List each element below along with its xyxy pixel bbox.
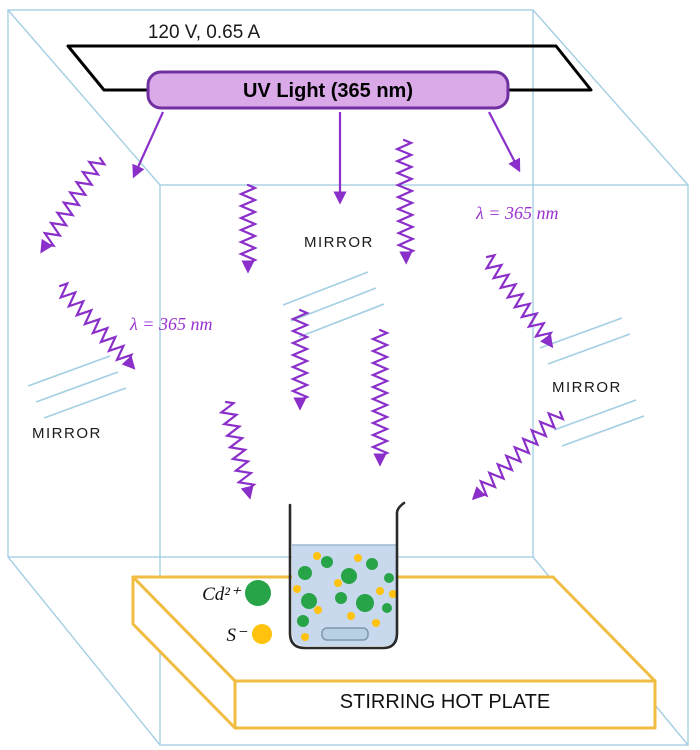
- mirror-left-glass: [27, 355, 127, 419]
- cd-particle: [341, 568, 357, 584]
- s-particle: [334, 579, 342, 587]
- uv-photon-wave: [241, 185, 255, 271]
- uv-photon-wave: [293, 310, 307, 408]
- s-particle: [293, 585, 301, 593]
- s-particle: [301, 633, 309, 641]
- power-label: 120 V, 0.65 A: [148, 22, 261, 43]
- mirror-right-glass: [539, 317, 645, 447]
- mirror-glass-line: [547, 333, 631, 365]
- uv-lamp: [146, 70, 510, 110]
- uv-photon-wave: [397, 140, 413, 262]
- mirror-center-glass: [282, 271, 385, 338]
- uv-ray-straight: [132, 111, 165, 179]
- cd-particle: [366, 558, 378, 570]
- s-particle: [372, 619, 380, 627]
- mirror-glass-line: [35, 371, 119, 403]
- wireframe-edge: [7, 9, 161, 186]
- uv-lamp-label: UV Light (365 nm): [243, 80, 413, 102]
- uv-photon-wave: [55, 281, 139, 372]
- mirror-glass-line: [43, 387, 127, 419]
- hot-plate-front: [233, 679, 657, 730]
- s-particle: [389, 590, 397, 598]
- mirror-glass-line: [282, 271, 369, 306]
- mirror-glass-line: [561, 415, 645, 447]
- s-particle: [314, 606, 322, 614]
- s-particle: [313, 552, 321, 560]
- wireframe-back-face: [7, 9, 534, 558]
- cd-particle: [298, 566, 312, 580]
- legend: Cd²⁺ S⁻: [202, 580, 272, 646]
- mirror-glass-line: [539, 317, 623, 349]
- wireframe-front-face: [159, 184, 689, 746]
- s-particle: [376, 587, 384, 595]
- uv-photon-wave: [373, 330, 387, 464]
- cd-particle: [321, 556, 333, 568]
- mirror-left-label: MIRROR: [32, 425, 102, 442]
- cd-particle: [335, 592, 347, 604]
- mirror-glass-line: [27, 355, 111, 387]
- uv-photon-wave: [469, 407, 565, 503]
- cd-particle: [297, 615, 309, 627]
- stir-bar: [321, 627, 369, 641]
- uv-photon-wave: [481, 253, 557, 350]
- wireframe-edge: [532, 9, 689, 186]
- wavelength-label-right: λ = 365 nm: [475, 203, 558, 223]
- s-particle: [347, 612, 355, 620]
- cd-particle: [382, 603, 392, 613]
- wireframe-edge: [7, 556, 161, 746]
- uv-photon-wave: [36, 154, 106, 255]
- beaker-outline: [288, 501, 406, 650]
- uv-photon-wave: [219, 400, 256, 498]
- legend-s-swatch: [252, 624, 272, 644]
- mirror-glass-line: [298, 303, 385, 338]
- wavelength-label-left: λ = 365 nm: [129, 314, 212, 334]
- beaker: [288, 501, 406, 650]
- mirror-glass-line: [290, 287, 377, 322]
- hot-plate-label: STIRRING HOT PLATE: [340, 691, 550, 713]
- mirror-glass-line: [553, 399, 637, 431]
- mirror-right-label: MIRROR: [552, 379, 622, 396]
- cd-particle: [384, 573, 394, 583]
- legend-cd-label: Cd²⁺: [202, 584, 242, 605]
- uv-ray-straight: [488, 111, 521, 173]
- cd-particle: [301, 593, 317, 609]
- cd-particle: [356, 594, 374, 612]
- legend-s-label: S⁻: [226, 625, 248, 646]
- circuit-wire: [66, 44, 593, 92]
- mirror-center-label: MIRROR: [304, 234, 374, 251]
- legend-cd-swatch: [245, 580, 271, 606]
- s-particle: [354, 554, 362, 562]
